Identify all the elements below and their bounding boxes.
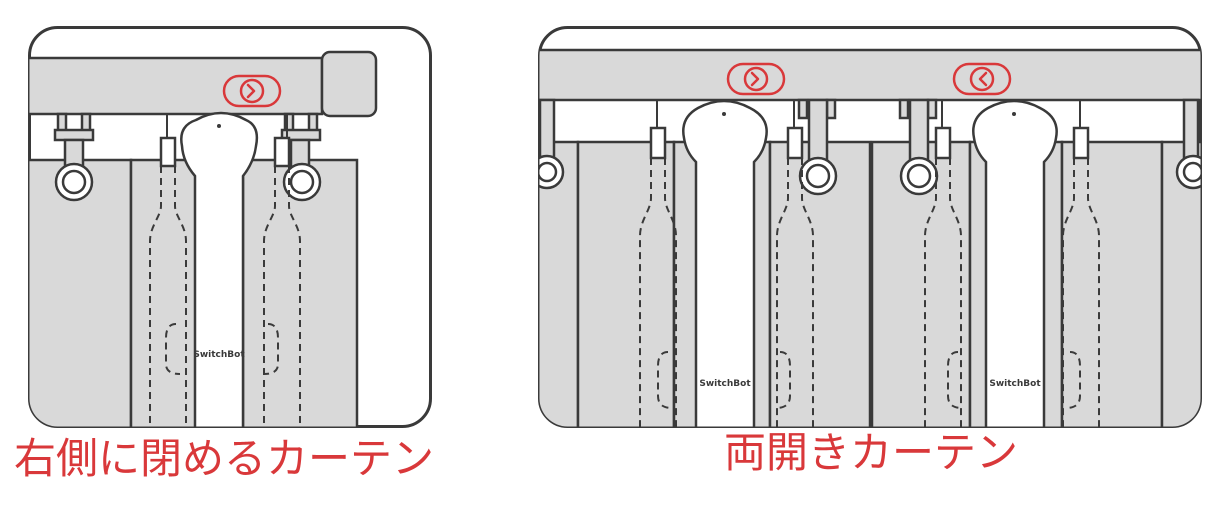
curtain-runner xyxy=(1175,98,1201,190)
curtain-runner xyxy=(898,98,939,196)
curtain-runner xyxy=(797,98,838,196)
diagram-double-opening: SwitchBot SwitchBot xyxy=(538,26,1202,428)
curtain-runner xyxy=(53,112,95,202)
switchbot-device xyxy=(180,111,259,427)
caption-right-closing: 右側に閉めるカーテン xyxy=(14,434,435,483)
chevron-right-icon xyxy=(222,74,282,108)
caption-double-opening: 両開きカーテン xyxy=(723,428,1018,477)
curtain-runner xyxy=(539,98,565,190)
chevron-left-icon xyxy=(952,62,1012,96)
curtain-runner xyxy=(280,112,322,202)
rail-end-cap xyxy=(320,50,378,118)
device-label: SwitchBot xyxy=(699,379,751,389)
curtain-panel xyxy=(1060,140,1164,427)
device-label: SwitchBot xyxy=(193,350,245,360)
switchbot-device xyxy=(972,99,1058,427)
curtain-panel xyxy=(576,140,676,427)
chevron-right-icon xyxy=(726,62,786,96)
curtain-panel xyxy=(1160,140,1201,427)
switchbot-device xyxy=(682,99,768,427)
device-label: SwitchBot xyxy=(989,379,1041,389)
curtain-rail xyxy=(539,48,1201,102)
diagram-right-closing: SwitchBot xyxy=(28,26,432,428)
